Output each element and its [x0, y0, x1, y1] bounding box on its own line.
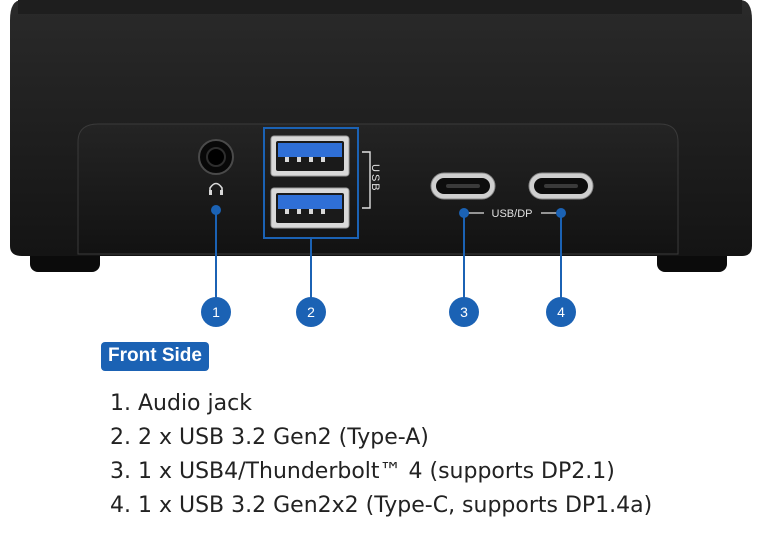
feature-item-usb-a: 2. 2 x USB 3.2 Gen2 (Type-A) [110, 425, 429, 450]
callout-number-4: 4 [546, 297, 576, 327]
headphone-icon [209, 182, 223, 195]
callout-dot-4 [556, 208, 566, 218]
callout-number-3: 3 [449, 297, 479, 327]
callout-dot-1 [211, 205, 221, 215]
callout-number-2: 2 [296, 297, 326, 327]
mini-pc-front-illustration: USB USB/DP [10, 0, 752, 298]
usb-label-bracket [362, 151, 371, 209]
feature-item-usb-c-gen2x2: 4. 1 x USB 3.2 Gen2x2 (Type-C, supports … [110, 493, 653, 518]
chassis-top-edge [18, 0, 742, 14]
usb-c-port-thunderbolt [430, 172, 496, 200]
usb-a-port-1 [270, 135, 350, 177]
usb-vertical-label: USB [369, 164, 381, 193]
feature-item-audio-jack: 1. Audio jack [110, 391, 252, 416]
audio-jack [198, 139, 234, 175]
feature-list: 1. Audio jack 2. 2 x USB 3.2 Gen2 (Type-… [110, 387, 652, 523]
usbdp-label: USB/DP [492, 208, 533, 220]
callout-dot-3 [459, 208, 469, 218]
usb-c-port-gen2x2 [528, 172, 594, 200]
front-side-badge: Front Side [101, 342, 209, 371]
usb-a-port-2 [270, 187, 350, 229]
callout-number-1: 1 [201, 297, 231, 327]
feature-item-usb4: 3. 1 x USB4/Thunderbolt™ 4 (supports DP2… [110, 459, 615, 484]
